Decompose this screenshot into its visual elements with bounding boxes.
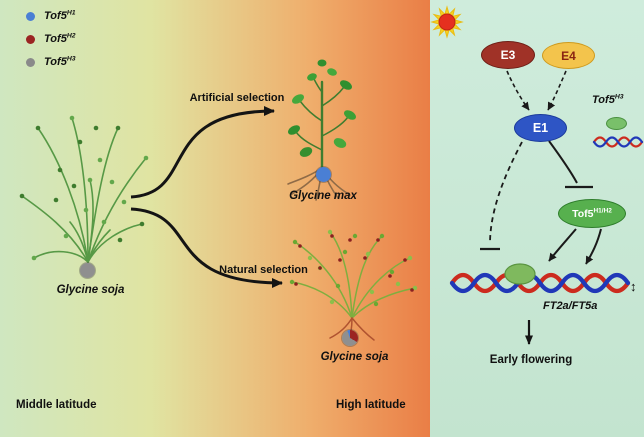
gene-name: Tof5 [44,56,67,68]
e1-node: E1 [514,114,567,142]
double-arrow-icon: ↕ [630,279,637,294]
tof5-h1h2-label: Tof5H1/H2 [572,207,612,220]
tof5-h3-protein-blob [606,117,627,130]
legend-label: Tof5H3 [44,55,76,68]
gene-name: Tof5 [44,10,67,22]
tof5-h1h2-node: Tof5H1/H2 [558,199,626,228]
tof5h3-dot-icon [26,57,35,67]
ft2a-ft5a-label: FT2a/FT5a [543,300,598,312]
legend-label: Tof5H2 [44,32,76,45]
tof5h2-dot-icon [26,34,35,44]
e4-node: E4 [542,42,595,69]
glycine-soja-source-label: Glycine soja [56,284,125,296]
source-haplotype-pie [80,263,95,278]
artificial-selection-label: Artificial selection [189,92,285,104]
allele-sup: H3 [614,93,624,101]
e3-node: E3 [481,41,535,69]
legend-item-tof5h2: Tof5H2 [26,32,76,45]
e1-label: E1 [532,121,549,135]
e3-label: E3 [500,48,516,62]
tof5-h3-label: Tof5H3 [592,93,624,106]
legend-item-tof5h3: Tof5H3 [26,55,76,68]
allele-sup: H1/H2 [593,207,612,214]
allele-sup: H1 [66,9,76,17]
middle-latitude-label: Middle latitude [16,399,97,411]
glycine-max-haplotype-pie [316,167,331,182]
e4-label: E4 [561,48,576,63]
glycine-soja-high-label: Glycine soja [320,351,389,363]
legend-item-tof5h1: Tof5H1 [26,9,76,22]
high-latitude-label: High latitude [336,399,406,411]
allele-sup: H2 [66,32,76,40]
tof5h1-dot-icon [26,11,35,21]
haplotype-legend: Tof5H1 Tof5H2 Tof5H3 [26,9,76,68]
allele-sup: H3 [66,55,76,63]
natural-selection-label: Natural selection [219,264,308,276]
gene-name: Tof5 [44,33,67,45]
early-flowering-label: Early flowering [489,354,573,366]
glycine-max-label: Glycine max [289,190,357,202]
legend-label: Tof5H1 [44,9,76,22]
gene-name: Tof5 [572,207,594,220]
gene-name: Tof5 [592,94,615,106]
high-latitude-haplotype-pie [342,330,358,346]
